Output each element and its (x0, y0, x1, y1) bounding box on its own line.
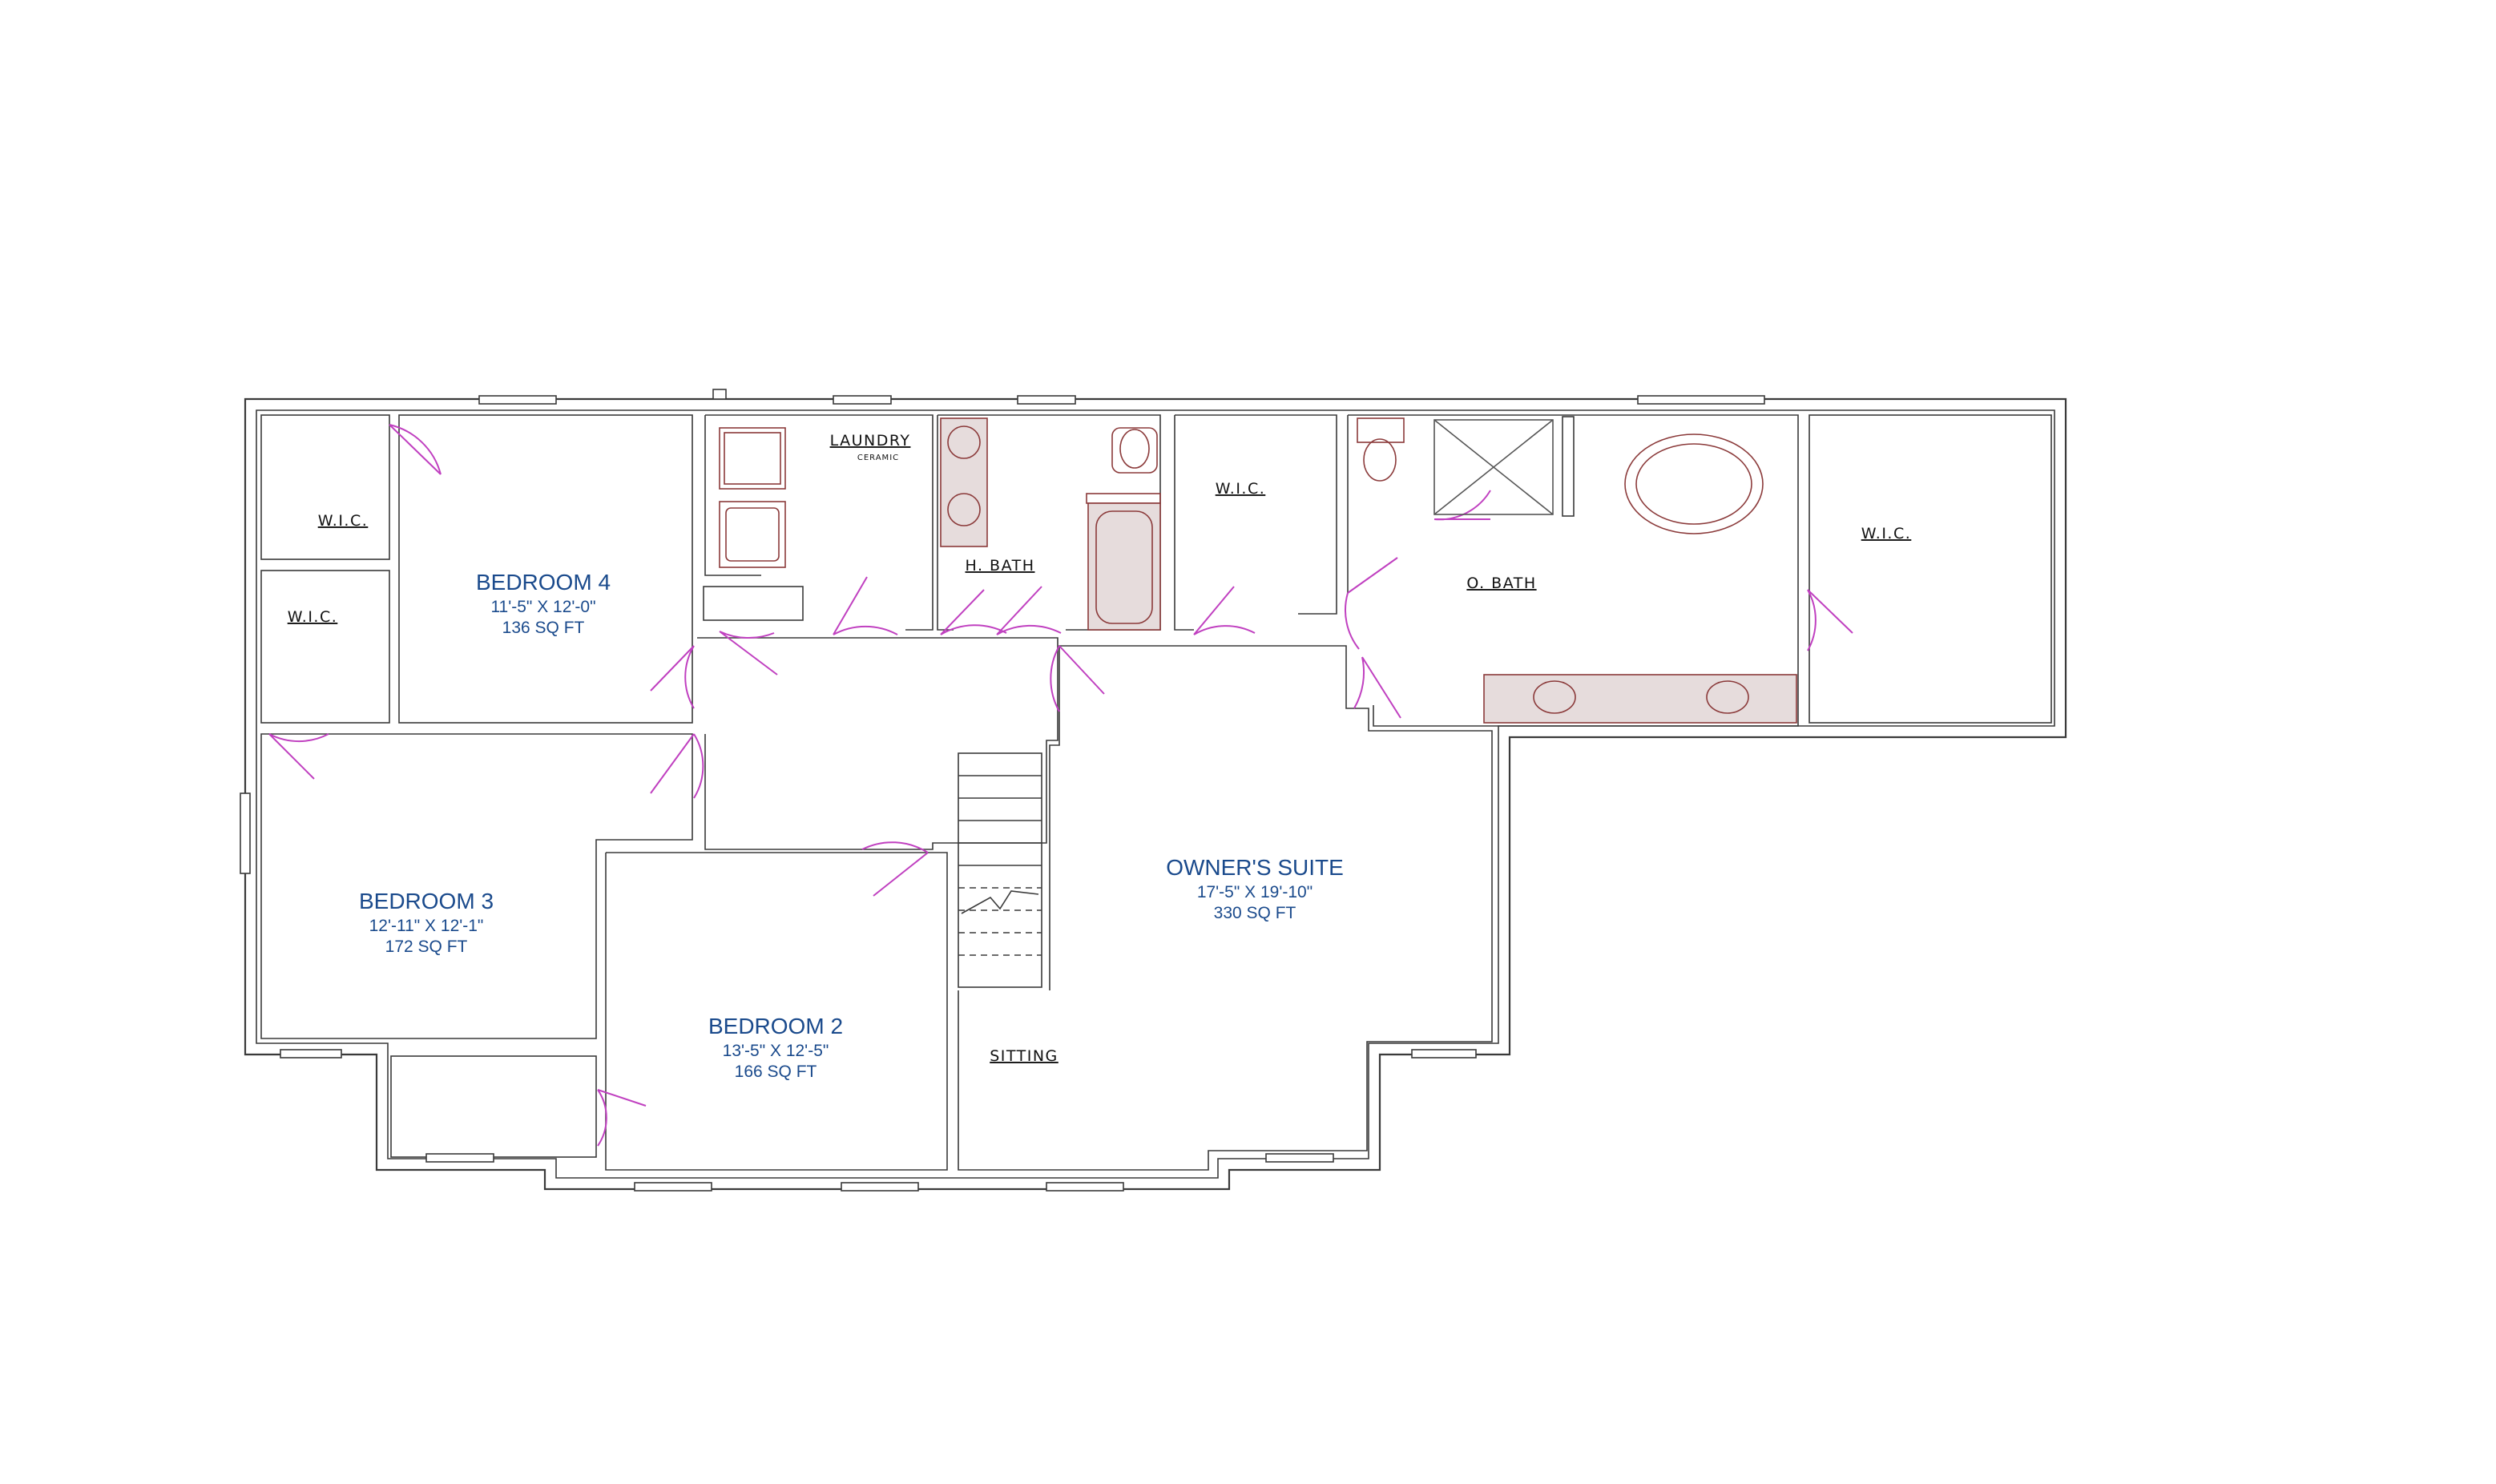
bedroom4-area: 136 SQ FT (502, 619, 585, 637)
exterior-walls (244, 397, 2067, 1191)
dryer-icon (719, 427, 786, 490)
shower-icon (1433, 419, 1554, 515)
owners-suite-dims: 17'-5" X 19'-10" (1197, 883, 1313, 901)
wic-middle-label: W.I.C. (1216, 480, 1266, 498)
washer-icon (719, 501, 786, 568)
bedroom2-name: BEDROOM 2 (708, 1014, 843, 1038)
bedroom4-dims: 11'-5" X 12'-0" (490, 598, 595, 616)
toilet-icon (1111, 427, 1158, 474)
room-labels: W.I.C. W.I.C. W.I.C. W.I.C. LAUNDRY CERA… (288, 432, 1912, 1081)
bathtub-icon (1087, 502, 1161, 631)
owners-suite-area: 330 SQ FT (1214, 904, 1296, 922)
laundry-label: LAUNDRY (830, 432, 911, 450)
o-bath-fixtures (1357, 416, 1797, 724)
wic-top-left-label: W.I.C. (318, 512, 369, 530)
windows (240, 389, 1765, 1192)
staircase (958, 752, 1042, 988)
wic-left-label: W.I.C. (288, 608, 338, 626)
owners-suite-name: OWNER'S SUITE (1166, 855, 1344, 880)
toilet-tank-icon (1357, 417, 1405, 443)
bedroom4-name: BEDROOM 4 (476, 570, 611, 595)
laundry-sublabel: CERAMIC (857, 454, 899, 462)
doors (268, 424, 1853, 1147)
o-bath-label: O. BATH (1466, 575, 1536, 592)
bedroom2-area: 166 SQ FT (735, 1063, 817, 1081)
h-bath-label: H. BATH (966, 557, 1035, 575)
toilet-icon (1363, 438, 1397, 482)
laundry-appliances (719, 427, 786, 568)
h-bath-fixtures (940, 417, 1161, 631)
bedroom3-dims: 12'-11" X 12'-1" (369, 917, 484, 935)
bedroom3-name: BEDROOM 3 (359, 889, 494, 913)
double-vanity-icon (1483, 674, 1797, 724)
bedroom2-dims: 13'-5" X 12'-5" (723, 1042, 829, 1060)
sitting-label: SITTING (990, 1047, 1058, 1065)
double-vanity-icon (940, 417, 988, 547)
bedroom3-area: 172 SQ FT (385, 938, 468, 956)
freestanding-tub-icon (1624, 434, 1764, 534)
wic-right-label: W.I.C. (1861, 525, 1912, 542)
